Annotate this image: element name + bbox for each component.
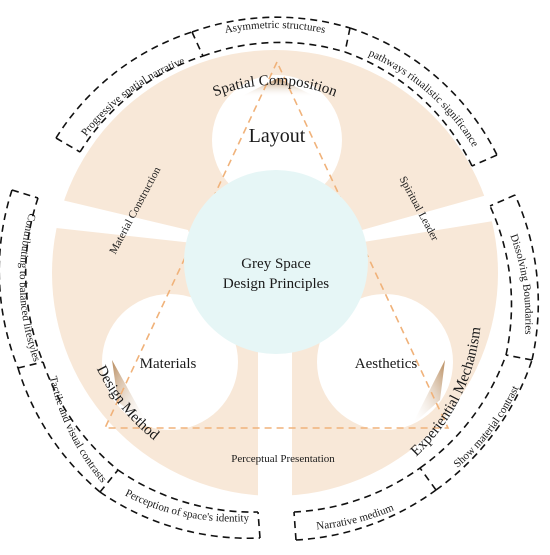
outer-contributing-path: Contributing to balanced lifestyles bbox=[17, 212, 43, 363]
materials-accent bbox=[112, 360, 148, 425]
sector-separators bbox=[38, 190, 512, 555]
outer-asymmetric-structures: Asymmetric structures bbox=[224, 19, 327, 36]
center-circle bbox=[184, 170, 368, 354]
outer-dissolving-boundaries: Dissolving Boundaries bbox=[507, 233, 534, 335]
connector-perceptual-presentation: Perceptual Presentation bbox=[231, 453, 335, 465]
aesthetics-label: Aesthetics bbox=[355, 356, 418, 372]
outer-narrative-medium: Narrative medium bbox=[316, 501, 396, 532]
materials-node-circle bbox=[102, 294, 238, 430]
center-title-line1: Grey Space bbox=[241, 256, 311, 272]
aesthetics-accent bbox=[412, 360, 445, 425]
outer-perception-path: Perception of space's identity bbox=[123, 487, 250, 524]
outer-narrative-path: Narrative medium bbox=[316, 501, 396, 532]
outer-contributing: Contributing to balanced lifestyles bbox=[17, 212, 43, 363]
center-title-line2: Design Principles bbox=[223, 276, 329, 292]
aesthetics-node-circle bbox=[317, 294, 453, 430]
layout-accent bbox=[240, 78, 316, 97]
layout-label: Layout bbox=[249, 125, 306, 147]
outer-dissolving-path: Dissolving Boundaries bbox=[507, 233, 534, 335]
layout-node-circle bbox=[212, 75, 342, 205]
outer-asymmetric-path: Asymmetric structures bbox=[224, 19, 327, 36]
materials-label: Materials bbox=[140, 356, 197, 372]
outer-perception: Perception of space's identity bbox=[123, 487, 250, 524]
outer-dashed-ring bbox=[0, 16, 540, 541]
